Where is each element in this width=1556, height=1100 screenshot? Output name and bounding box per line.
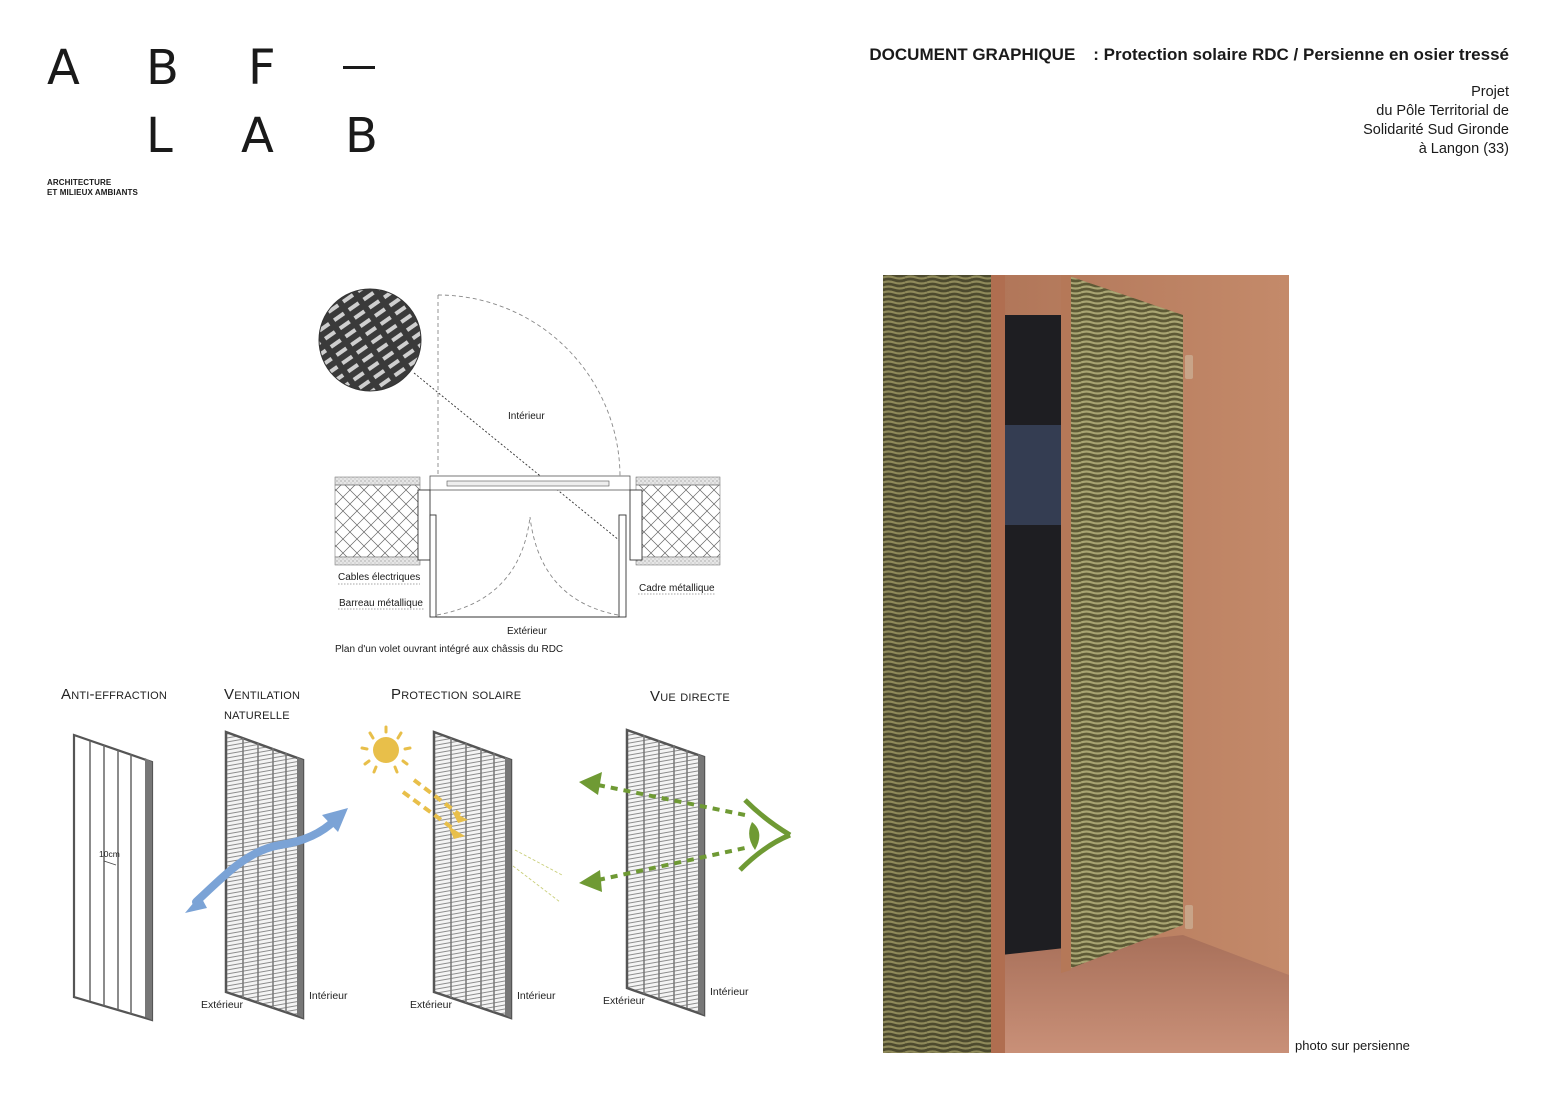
ventilation-interior-label: Intérieur (309, 990, 348, 1002)
panel-vue-directe (579, 728, 792, 1017)
panel-anti-effraction (72, 733, 154, 1022)
annotation-cadre: Cadre métallique (639, 583, 715, 594)
heading-protection-solaire: Protection solaire (391, 686, 522, 703)
heading-line: naturelle (224, 706, 290, 723)
persienne-photo (883, 275, 1289, 1053)
logo-letter: A (241, 108, 274, 164)
plan-drawing (318, 288, 721, 618)
plan-interior-label: Intérieur (508, 411, 545, 422)
detail-magnifier (318, 288, 422, 392)
sun-icon (360, 725, 412, 774)
photo-caption: photo sur persienne (1295, 1038, 1410, 1053)
document-subject: : Protection solaire RDC / Persienne en … (1093, 45, 1509, 64)
plan-exterior-label: Extérieur (507, 626, 548, 637)
project-line: Solidarité Sud Gironde (1363, 122, 1509, 138)
dimension-label: 10cm (99, 849, 120, 859)
logo-letter: F (248, 40, 276, 96)
plan-caption: Plan d'un volet ouvrant intégré aux châs… (335, 644, 564, 655)
document-title: DOCUMENT GRAPHIQUE : Protection solaire R… (869, 45, 1509, 65)
heading-line: Ventilation (224, 686, 301, 703)
axonometric-diagrams (72, 725, 792, 1022)
heading-anti-effraction: Anti-effraction (61, 686, 167, 703)
project-line: Projet (1471, 84, 1509, 100)
panel-ventilation (185, 730, 348, 1020)
vue-interior-label: Intérieur (710, 986, 749, 998)
logo-letter: B (345, 108, 378, 164)
solaire-exterior-label: Extérieur (410, 999, 453, 1011)
tagline-line: ET MILIEUX AMBIANTS (47, 188, 138, 197)
logo-tagline: ARCHITECTURE ET MILIEUX AMBIANTS (47, 178, 138, 198)
photo-illustration (883, 275, 1289, 1053)
tagline-line: ARCHITECTURE (47, 178, 112, 187)
ventilation-exterior-label: Extérieur (201, 999, 244, 1011)
project-line: du Pôle Territorial de (1376, 103, 1509, 119)
annotation-cables: Cables électriques (338, 572, 421, 583)
logo-letter: A (47, 40, 80, 96)
logo-letter: B (146, 40, 179, 96)
project-line: à Langon (33) (1418, 141, 1509, 157)
panel-protection-solaire (360, 725, 563, 1020)
project-info: Projet du Pôle Territorial de Solidarité… (1363, 83, 1509, 159)
document-type: DOCUMENT GRAPHIQUE (869, 45, 1076, 64)
annotation-barreau: Barreau métallique (339, 598, 423, 609)
logo-letter: L (146, 108, 173, 164)
eye-icon (738, 798, 792, 872)
logo-dash (343, 66, 375, 69)
vue-exterior-label: Extérieur (603, 995, 646, 1007)
solaire-interior-label: Intérieur (517, 990, 556, 1002)
heading-vue-directe: Vue directe (650, 688, 730, 705)
heading-ventilation: Ventilation naturelle (224, 684, 300, 725)
